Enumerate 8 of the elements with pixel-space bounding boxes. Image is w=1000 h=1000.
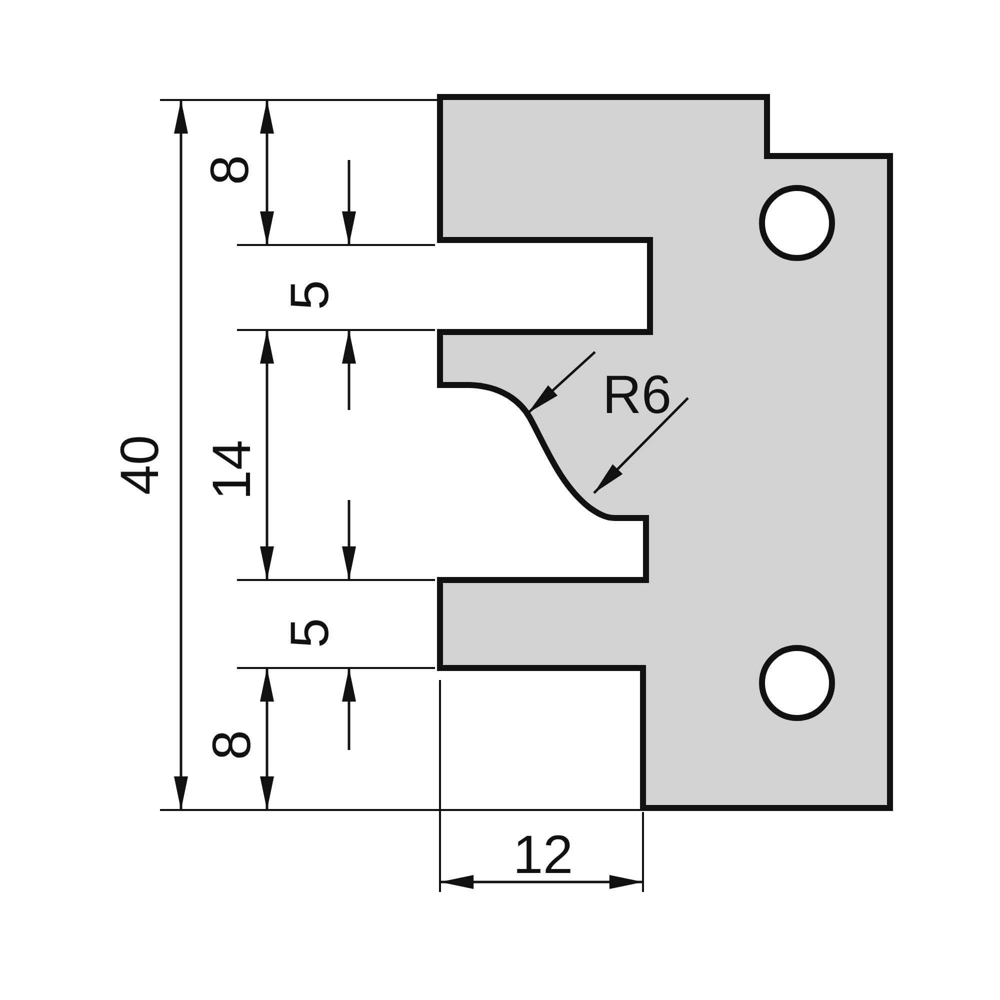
dimension-label: 14 xyxy=(205,440,259,500)
dimension-label: 12 xyxy=(512,828,574,882)
dimension-label: 5 xyxy=(283,618,337,648)
dimension-label: 5 xyxy=(283,280,337,310)
radius-label: R6 xyxy=(602,368,672,422)
dimension-label: 8 xyxy=(203,154,257,186)
dimension-label: 40 xyxy=(113,434,167,496)
dimension-label: 8 xyxy=(205,730,259,760)
